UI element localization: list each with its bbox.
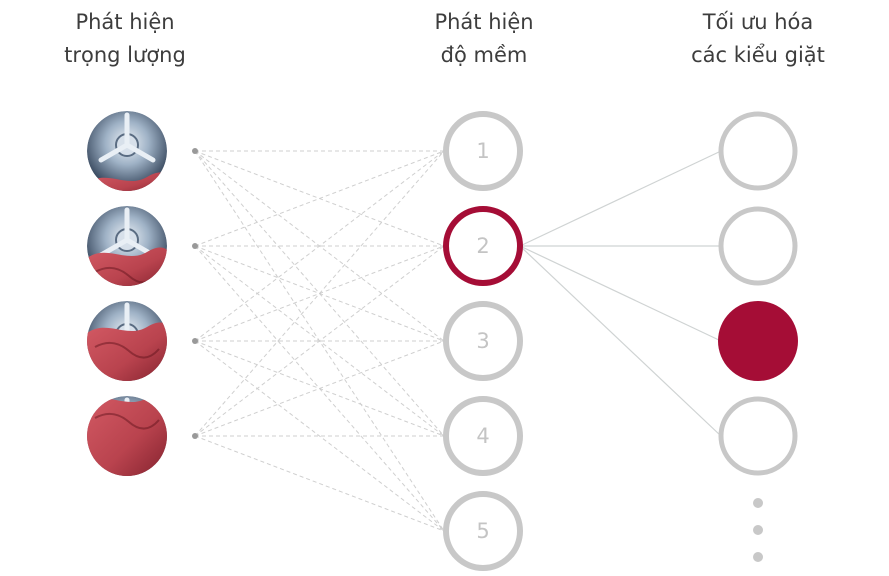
ellipsis-dot-3 [753, 552, 763, 562]
connector-weight-2-to-softness-1 [194, 150, 445, 247]
softness-node-3: 3 [443, 301, 523, 381]
pattern-node-3 [718, 301, 798, 381]
weight-node-4 [87, 396, 167, 476]
column-title-softness-line2: độ mềm [440, 43, 528, 67]
weight-to-softness-connectors [194, 150, 445, 532]
fabric-fold [94, 341, 160, 359]
fabric-fold [94, 412, 160, 430]
weight-connector-dot-1 [192, 148, 198, 154]
column-title-weight-line1: Phát hiện [75, 10, 175, 34]
column-title-softness-detection: Phát hiện độ mềm [374, 6, 594, 72]
softness-node-4: 4 [443, 396, 523, 476]
column-title-patterns-line2: các kiểu giặt [691, 43, 825, 67]
weight-node-2 [87, 206, 167, 286]
connector-softness-to-pattern-4 [519, 245, 722, 437]
connector-weight-4-to-softness-3 [194, 340, 445, 437]
connector-weight-3-to-softness-1 [194, 150, 445, 342]
softness-number-label: 4 [476, 424, 489, 448]
ellipsis-dot-1 [753, 498, 763, 508]
connector-softness-to-pattern-3 [519, 245, 722, 342]
softness-number-label: 1 [476, 139, 489, 163]
connector-weight-4-to-softness-2 [194, 245, 445, 437]
pattern-node-1 [718, 111, 798, 191]
fabric-fold [95, 193, 159, 208]
drum-spoke [98, 142, 130, 163]
softness-to-pattern-connectors [519, 150, 722, 437]
softness-node-5: 5 [443, 491, 523, 571]
column-title-softness-line1: Phát hiện [434, 10, 534, 34]
softness-node-2: 2 [443, 206, 523, 286]
column-title-wash-patterns: Tối ưu hóa các kiểu giặt [648, 6, 868, 72]
softness-ring [443, 491, 523, 571]
connector-weight-4-to-softness-5 [194, 435, 445, 532]
softness-number-label: 2 [476, 234, 489, 258]
connector-weight-4-to-softness-1 [194, 150, 445, 437]
column-title-patterns-line1: Tối ưu hóa [702, 10, 814, 34]
weight-connector-dot-4 [192, 433, 198, 439]
weight-connector-dot-3 [192, 338, 198, 344]
weight-node-1 [87, 111, 167, 208]
softness-ring [443, 206, 523, 286]
softness-ring [443, 301, 523, 381]
weight-node-3 [87, 301, 167, 381]
weight-connector-dot-2 [192, 243, 198, 249]
softness-number-label: 3 [476, 329, 489, 353]
softness-node-1: 1 [443, 111, 523, 191]
more-patterns-ellipsis-icon [753, 498, 763, 562]
connector-weight-3-to-softness-5 [194, 340, 445, 532]
drum-spoke [98, 237, 130, 258]
drum-spoke [124, 142, 156, 163]
softness-ring [443, 111, 523, 191]
ellipsis-dot-2 [753, 525, 763, 535]
pattern-node-2 [718, 206, 798, 286]
softness-ring [443, 396, 523, 476]
column-title-weight-detection: Phát hiện trọng lượng [15, 6, 235, 72]
column-title-weight-line2: trọng lượng [64, 43, 186, 67]
connector-softness-to-pattern-1 [519, 150, 722, 247]
fabric-fill [87, 322, 167, 381]
softness-number-label: 5 [476, 519, 489, 543]
pattern-node-4 [718, 396, 798, 476]
fabric-fill [87, 396, 167, 476]
